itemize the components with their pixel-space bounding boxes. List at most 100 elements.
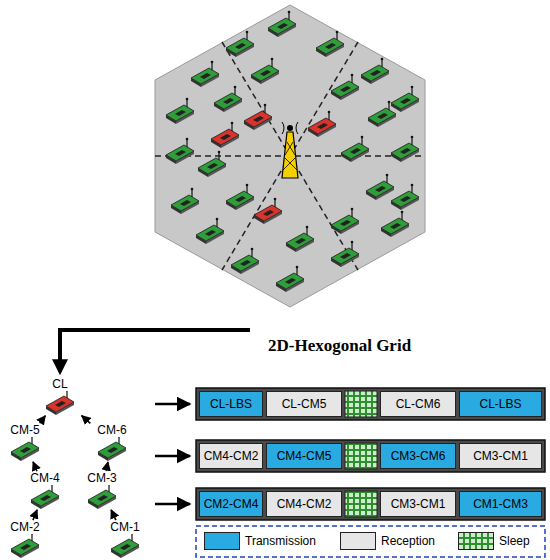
grid-to-tree-arrow <box>60 330 250 372</box>
slot-label: CM4-CM2 <box>277 497 332 511</box>
sensor-node: CL <box>38 378 82 415</box>
sensor-antenna-tip <box>336 31 339 34</box>
sensor-icon <box>171 188 199 214</box>
sensor-antenna-tip <box>274 198 277 201</box>
sensor-chip <box>340 253 351 259</box>
legend-entry: Reception <box>340 532 435 550</box>
sensor-icon <box>391 86 419 112</box>
slot-label: CM3-CM6 <box>391 449 446 463</box>
sensor-chip <box>340 86 351 92</box>
sensor-antenna-tip <box>118 437 121 438</box>
sensor-board <box>211 129 239 145</box>
sensor-node: CM-2 <box>3 521 47 558</box>
sensor-board <box>254 205 282 221</box>
sensor-board <box>268 18 296 34</box>
sensor-board <box>111 539 139 555</box>
node-label: CM-1 <box>103 521 147 534</box>
sensor-chip <box>377 113 388 119</box>
sensor-chip <box>20 447 31 453</box>
link-arrow <box>33 462 37 471</box>
sensor-board <box>198 158 226 174</box>
sensor-antenna-tip <box>411 184 414 187</box>
sensor-antenna-tip <box>386 174 389 177</box>
timeline-bar <box>196 440 545 472</box>
transmission-slot: CM3-CM6 <box>380 443 456 469</box>
base-station-tower <box>282 122 298 178</box>
sensor-chip <box>220 134 231 140</box>
sensor-antenna-tip <box>246 184 249 187</box>
sensor-icon <box>111 534 139 558</box>
sensor-antenna-tip <box>411 136 414 139</box>
sensor-board <box>276 273 304 289</box>
sensor-icon <box>276 266 304 292</box>
sensor-icon <box>231 248 259 274</box>
link-arrow <box>40 416 46 423</box>
sensor-antenna-tip <box>246 31 249 34</box>
sensor-icon <box>331 74 359 100</box>
sensor-icon <box>381 211 409 237</box>
reception-slot: CM4-CM2 <box>266 491 342 517</box>
sensor-antenna-tip <box>31 437 34 438</box>
sensor-antenna-tip <box>211 61 214 64</box>
sensor-node: CM-1 <box>103 521 147 558</box>
node-label: CL <box>38 378 82 391</box>
sensor-chip <box>20 544 31 550</box>
transmission-slot: CM4-CM5 <box>266 443 342 469</box>
sensor-board <box>166 105 194 121</box>
sensor-chip <box>235 43 246 49</box>
figure-label: 2D-Hexogonal Grid <box>268 336 411 356</box>
sensor-antenna-tip <box>411 86 414 89</box>
node-label: CM-2 <box>3 521 47 534</box>
transmission-slot: CL-LBS <box>199 391 263 417</box>
timeline-bar <box>196 388 545 420</box>
sensor-node: CM-5 <box>3 424 47 461</box>
sensor-chip <box>263 210 274 216</box>
sensor-board <box>31 490 59 506</box>
sensor-antenna-tip <box>231 122 234 125</box>
sensor-icon <box>88 485 116 509</box>
sensor-icon <box>198 151 226 177</box>
legend-label: Transmission <box>245 534 316 548</box>
sensor-icon <box>191 61 219 87</box>
transmission-slot: CL-LBS <box>459 391 542 417</box>
legend-label: Sleep <box>499 534 530 548</box>
link-arrow <box>82 416 91 424</box>
sensor-chip <box>120 544 131 550</box>
sensor-icon-frame <box>5 534 45 558</box>
sensor-board <box>391 93 419 109</box>
sensor-antenna-tip <box>288 11 291 14</box>
timeline-bar <box>196 488 545 520</box>
sensor-antenna-tip <box>264 104 267 107</box>
sensor-icon <box>11 437 39 461</box>
sensor-board <box>88 490 116 506</box>
sensor-antenna-tip <box>351 241 354 244</box>
sensor-chip <box>285 278 296 284</box>
sensor-antenna-tip <box>31 534 34 535</box>
sensor-antenna-tip <box>108 485 111 486</box>
sensor-icon <box>211 122 239 148</box>
sensor-board <box>381 218 409 234</box>
sensor-icon <box>244 104 272 130</box>
sensor-antenna-tip <box>251 248 254 251</box>
sensor-icon <box>98 437 126 461</box>
sensor-chip <box>180 200 191 206</box>
legend-frame <box>196 526 545 557</box>
sensor-board <box>98 442 126 458</box>
sensor-icon <box>166 98 194 124</box>
slot-label: CM1-CM3 <box>473 497 528 511</box>
sensor-icon-frame <box>25 485 65 509</box>
sleep-pattern-sample <box>459 533 494 550</box>
slot-label: CL-LBS <box>479 397 521 411</box>
row-arrow <box>155 403 190 406</box>
slot-label: CL-CM6 <box>396 397 441 411</box>
sensor-icon <box>366 174 394 200</box>
sensor-board <box>341 143 369 159</box>
sector-line <box>222 42 358 270</box>
sensor-antenna-tip <box>216 218 219 221</box>
sensor-icon <box>331 241 359 267</box>
sector-lines <box>155 42 425 270</box>
sensor-board <box>331 248 359 264</box>
sensor-board <box>251 65 279 81</box>
sensor-board <box>331 215 359 231</box>
sensor-icon <box>254 198 282 224</box>
